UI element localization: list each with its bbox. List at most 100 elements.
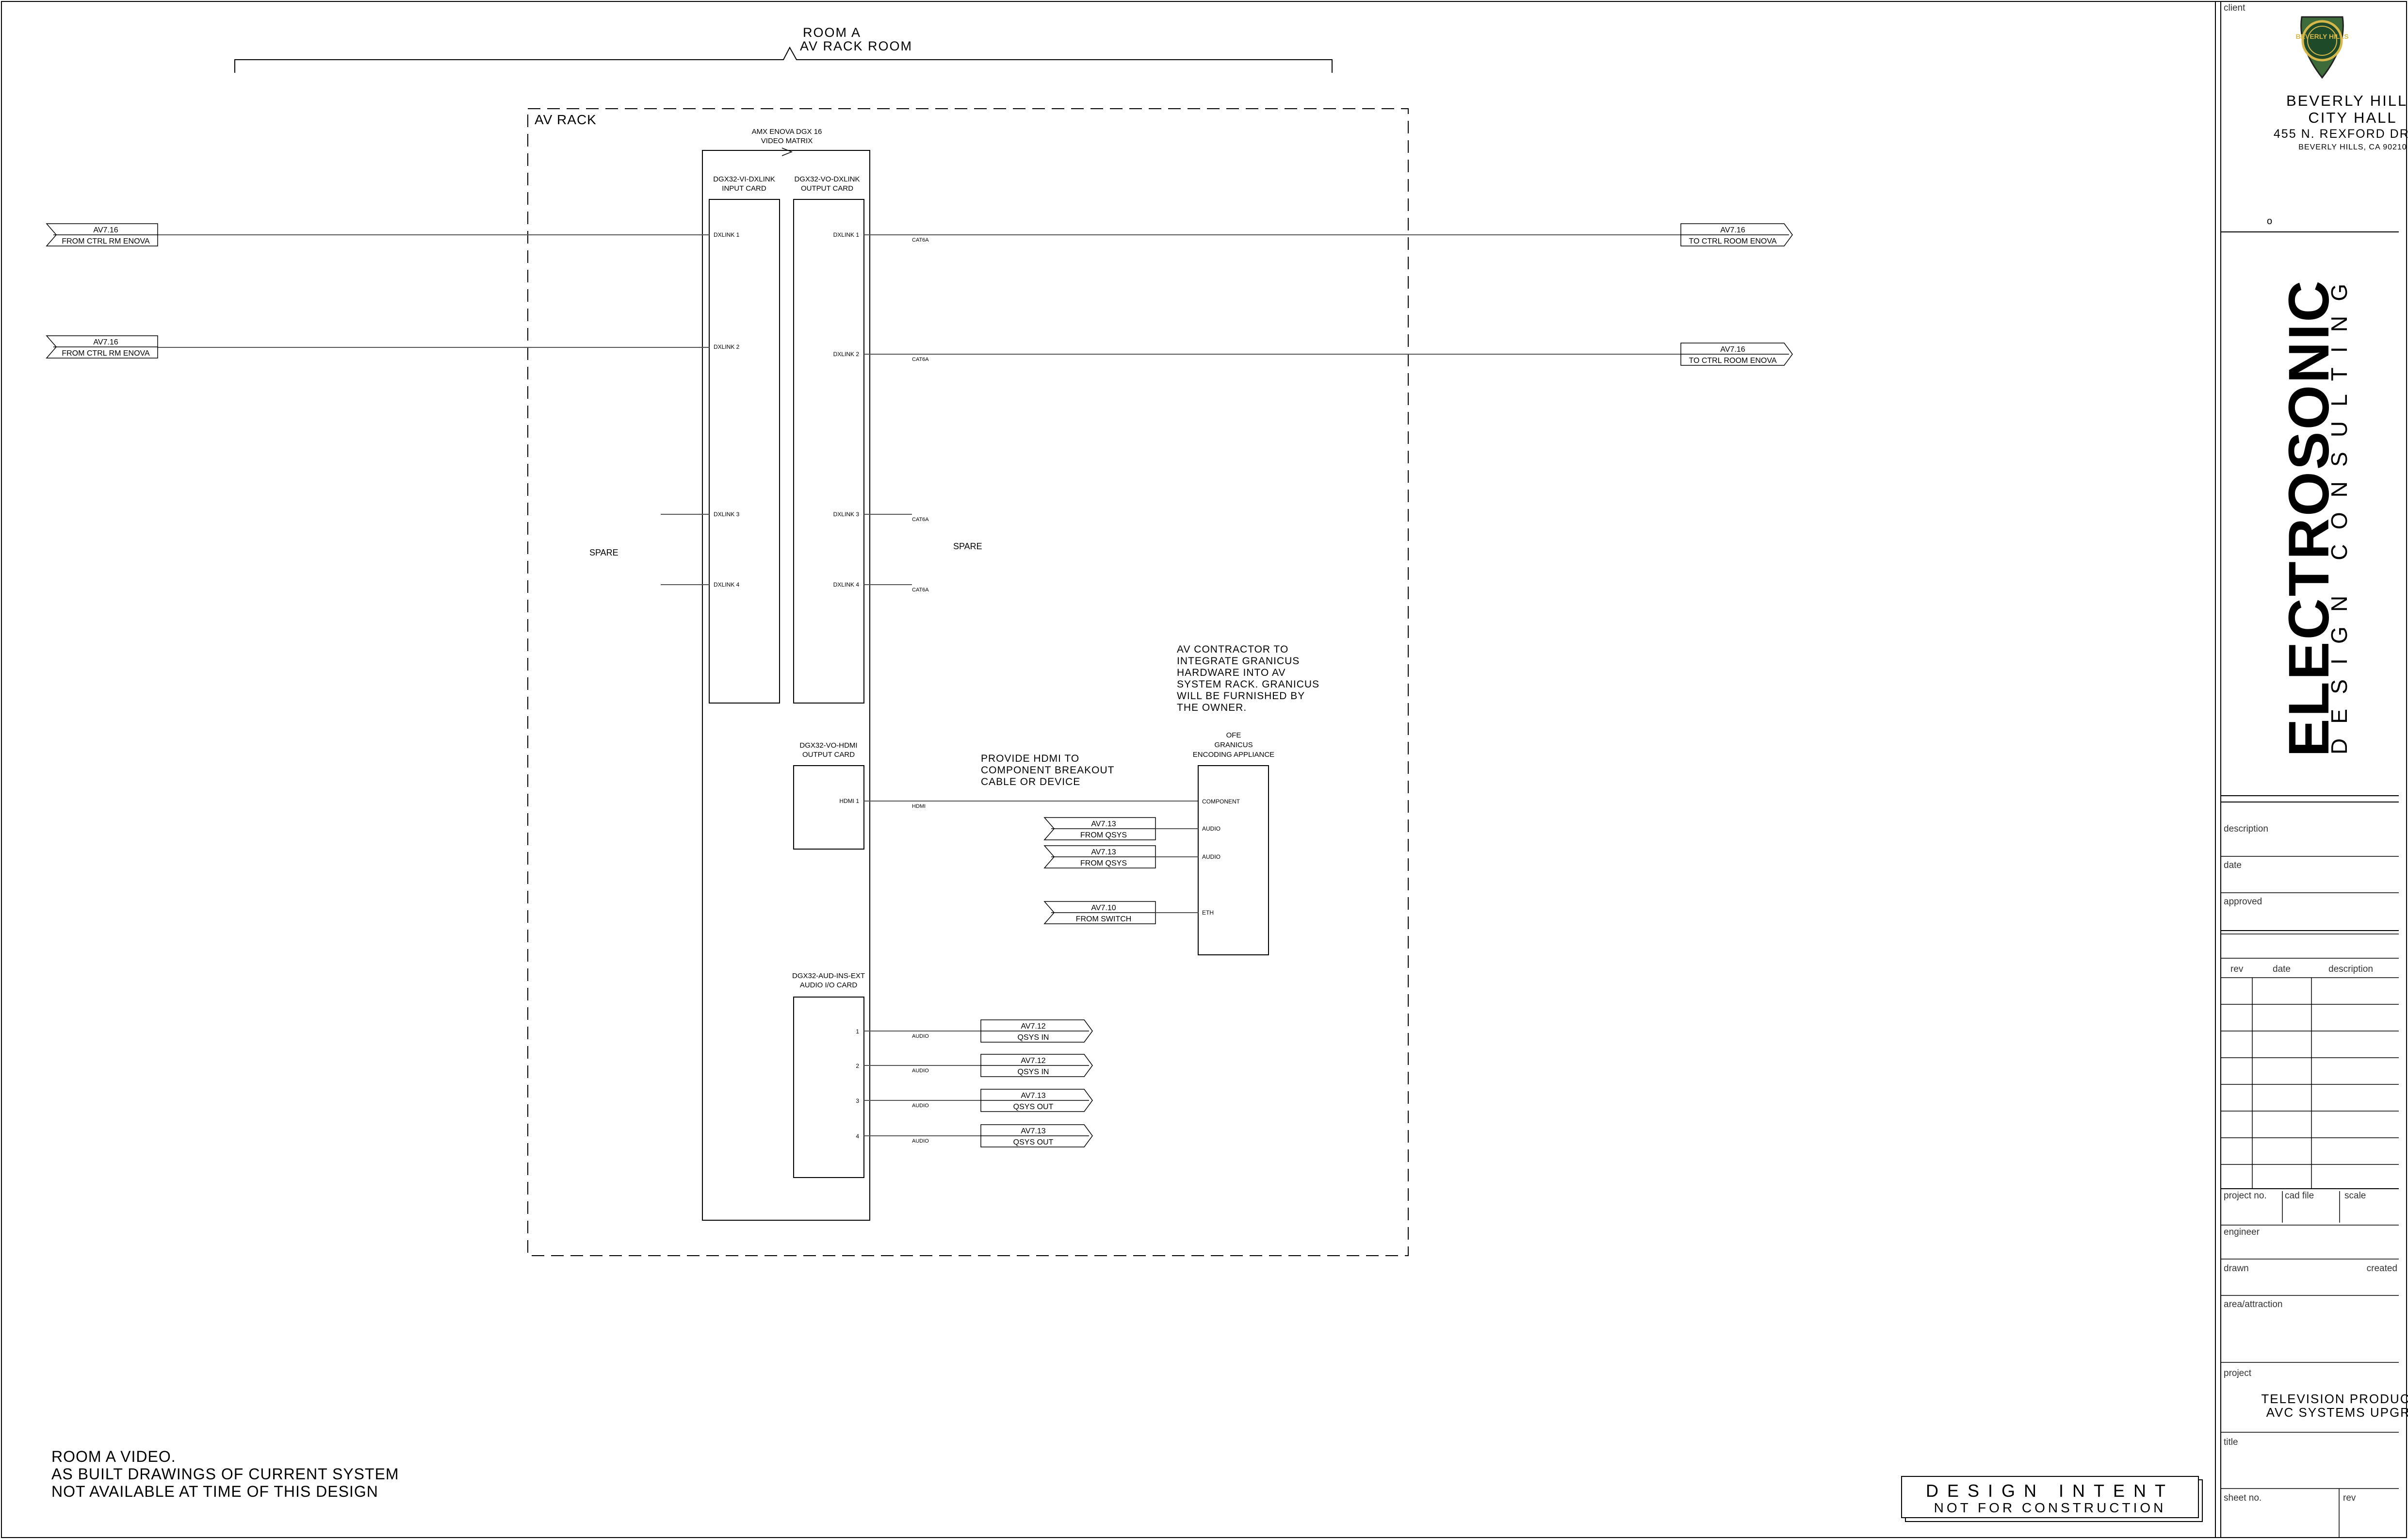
out-tag-2-ref: AV7.16 [1720, 345, 1745, 354]
design-intent-line1: DESIGN INTENT [1926, 1481, 2174, 1501]
output-port-2: DXLINK 2 [833, 351, 860, 358]
out-tag-1: AV7.16 TO CTRL ROOM ENOVA [1680, 223, 1793, 246]
encoder-tag-1-ref: AV7.13 [1091, 820, 1116, 828]
output-cable-3: CAT6A [912, 517, 929, 523]
room-bracket: ROOM A AV RACK ROOM [234, 25, 1333, 73]
encoder-tag-3-desc: FROM SWITCH [1076, 915, 1132, 923]
audio-tag-2-desc: QSYS IN [1018, 1068, 1049, 1076]
hdmi-card-model: DGX32-VO-HDMI [799, 741, 857, 750]
input-port-4: DXLINK 4 [714, 581, 740, 588]
video-matrix: AMX ENOVA DGX 16 VIDEO MATRIX [702, 128, 870, 1221]
audio-cable-2: AUDIO [912, 1068, 929, 1074]
audio-tag-1-desc: QSYS IN [1018, 1033, 1049, 1042]
title-block: client BEVERLY HILLS BEVERLY HILLS CITY … [2215, 1, 2408, 1538]
client-name-1: BEVERLY HILLS [2286, 92, 2408, 109]
engineer-label: engineer [2224, 1227, 2260, 1237]
input-card-model: DGX32-VI-DXLINK [713, 175, 775, 183]
matrix-type: VIDEO MATRIX [761, 137, 813, 145]
design-intent-line2: NOT FOR CONSTRUCTION [1934, 1500, 2166, 1515]
room-subtitle: AV RACK ROOM [800, 39, 912, 53]
encoder-line-1: OFE [1226, 731, 1241, 739]
encoder-tag-3-ref: AV7.10 [1091, 904, 1116, 912]
granicus-note-5: WILL BE FURNISHED BY [1177, 690, 1305, 702]
electrosonic-logo: ELECTROSONIC DESIGN CONSULTING [2277, 264, 2352, 757]
client-label: client [2224, 3, 2245, 13]
output-port-3: DXLINK 3 [833, 511, 860, 518]
hdmi-output-card: DGX32-VO-HDMI OUTPUT CARD HDMI 1 [793, 741, 864, 850]
out-tag-2-desc: TO CTRL ROOM ENOVA [1689, 357, 1776, 365]
audio-cable-3: AUDIO [912, 1103, 929, 1109]
project-no-label: project no. [2224, 1191, 2267, 1201]
hdmi-cable-label: HDMI [912, 803, 926, 809]
input-port-2: DXLINK 2 [714, 344, 740, 350]
encoder-port-component: COMPONENT [1202, 798, 1240, 805]
hdmi-port: HDMI 1 [839, 798, 859, 804]
in-tag-1: AV7.16 FROM CTRL RM ENOVA [46, 223, 158, 246]
output-card-type: OUTPUT CARD [801, 184, 853, 193]
output-port-1: DXLINK 1 [833, 231, 860, 238]
in-tag-2-ref: AV7.16 [93, 338, 118, 346]
project-name-1: TELEVISION PRODUCTION [2261, 1392, 2408, 1406]
footnote-2: AS BUILT DRAWINGS OF CURRENT SYSTEM [51, 1465, 399, 1483]
room-title: ROOM A [803, 25, 861, 40]
hdmi-note-2: COMPONENT BREAKOUT [981, 765, 1114, 776]
audio-port-1: 1 [856, 1028, 859, 1035]
audio-port-2: 2 [856, 1063, 859, 1069]
audio-tag-3-ref: AV7.13 [1021, 1092, 1045, 1100]
input-port-1: DXLINK 1 [714, 231, 740, 238]
sheet-no-label: sheet no. [2224, 1493, 2262, 1503]
hdmi-note-3: CABLE OR DEVICE [981, 776, 1080, 787]
audio-tag-4-ref: AV7.13 [1021, 1127, 1045, 1135]
encoder-tag-2-desc: FROM QSYS [1080, 859, 1127, 868]
output-port-4: DXLINK 4 [833, 581, 860, 588]
audio-tag-2: AV7.12 QSYS IN [980, 1054, 1093, 1077]
audio-card-type: AUDIO I/O CARD [800, 981, 858, 989]
rev-col-description: description [2328, 964, 2373, 974]
in-tag-2: AV7.16 FROM CTRL RM ENOVA [46, 335, 158, 359]
granicus-note-1: AV CONTRACTOR TO [1177, 644, 1288, 655]
area-attraction-label: area/attraction [2224, 1299, 2282, 1310]
approved-label: approved [2224, 897, 2262, 907]
date-label: date [2224, 860, 2242, 870]
av-rack-boundary [527, 108, 1409, 1256]
av-rack-label: AV RACK [535, 112, 597, 127]
audio-cable-1: AUDIO [912, 1033, 929, 1039]
matrix-chassis [702, 150, 870, 1221]
audio-port-3: 3 [856, 1097, 859, 1104]
client-address-1: 455 N. REXFORD DRIVE [2274, 127, 2408, 141]
output-card-model: DGX32-VO-DXLINK [794, 175, 860, 183]
granicus-note-6: THE OWNER. [1177, 702, 1247, 713]
output-cable-1: CAT6A [912, 237, 929, 243]
spare-right-label: SPARE [953, 541, 982, 551]
encoder-line-3: ENCODING APPLIANCE [1193, 751, 1274, 759]
encoder-line-2: GRANICUS [1214, 741, 1253, 749]
encoder-tag-3: AV7.10 FROM SWITCH [1043, 901, 1198, 924]
audio-port-4: 4 [856, 1133, 859, 1140]
encoder-tag-1-desc: FROM QSYS [1080, 831, 1127, 839]
granicus-note-2: INTEGRATE GRANICUS [1177, 655, 1300, 667]
encoder-port-audio-1: AUDIO [1202, 825, 1220, 832]
granicus-note-3: HARDWARE INTO AV [1177, 667, 1285, 678]
encoder-tag-2: AV7.13 FROM QSYS [1043, 845, 1198, 868]
out-tag-1-ref: AV7.16 [1720, 226, 1745, 234]
audio-tag-3-desc: QSYS OUT [1013, 1103, 1054, 1111]
encoder-tag-1: AV7.13 FROM QSYS [1043, 817, 1198, 840]
audio-tag-1: AV7.12 QSYS IN [980, 1019, 1093, 1043]
hdmi-note-1: PROVIDE HDMI TO [981, 753, 1079, 764]
in-tag-1-desc: FROM CTRL RM ENOVA [62, 237, 150, 246]
revision-mark: o [2267, 216, 2272, 227]
audio-card-model: DGX32-AUD-INS-EXT [792, 972, 865, 980]
project-name-2: AVC SYSTEMS UPGRADE [2266, 1405, 2408, 1420]
scale-label: scale [2344, 1191, 2366, 1201]
output-card-body [793, 199, 864, 704]
hdmi-card-type: OUTPUT CARD [802, 751, 855, 759]
encoder-body [1198, 765, 1269, 955]
footnote-3: NOT AVAILABLE AT TIME OF THIS DESIGN [51, 1483, 378, 1500]
design-intent-stamp: DESIGN INTENT NOT FOR CONSTRUCTION [1901, 1476, 2203, 1522]
brand-name: ELECTROSONIC [2277, 279, 2341, 757]
audio-tag-2-ref: AV7.12 [1021, 1057, 1045, 1065]
revision-table: rev date description [2221, 958, 2399, 1189]
audio-tag-4: AV7.13 QSYS OUT [980, 1124, 1093, 1147]
encoder-port-audio-2: AUDIO [1202, 853, 1220, 860]
